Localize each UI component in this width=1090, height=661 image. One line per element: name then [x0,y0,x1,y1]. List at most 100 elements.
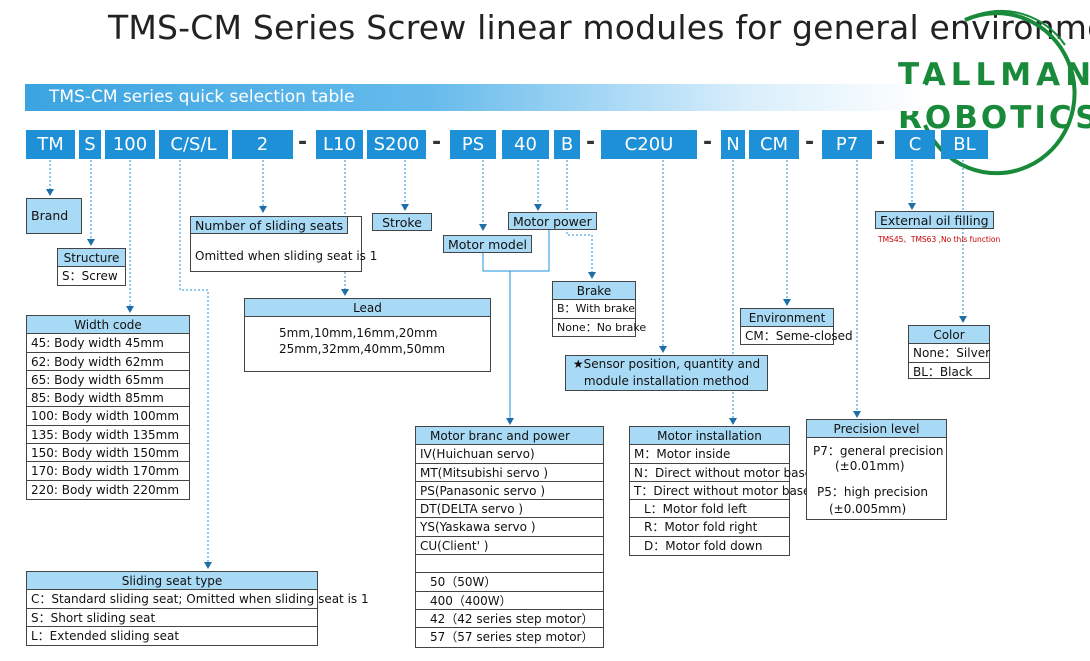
precision-title: Precision level [807,420,946,439]
seats-count-value: Omitted when sliding seat is 1 [195,249,378,263]
motor-brand-row: DT(DELTA servo ) [416,500,603,519]
color-row: None：Silver [909,344,990,363]
code-n: N [721,130,745,159]
code-40: 40 [502,130,549,159]
sliding-type-row: L：Extended sliding seat [31,628,180,643]
seats-count-title: Number of sliding seats [190,216,349,234]
motor-brand-row-empty [416,555,603,574]
logo-ring-icon [923,9,1077,176]
motor-install-table: Motor installation M：Motor inside N：Dire… [629,426,812,557]
color-box: Color None：Silver BL：Black [908,325,990,379]
code-2: 2 [232,130,293,159]
sliding-type-title: Sliding seat type [27,572,317,591]
width-code-row: 65: Body width 65mm [27,371,189,390]
motor-install-row: M：Motor inside [630,445,789,464]
code-ps: PS [450,130,496,159]
motor-install-title: Motor installation [630,427,789,446]
oil-note: TMS45、TMS63 ,No this function [878,235,1001,244]
precision-p5: P5：high precision [817,485,928,499]
code-cm: CM [749,130,799,159]
width-code-row: 170: Body width 170mm [27,462,189,481]
connector-motor-group [482,230,550,272]
motor-power-row: 50（50W） [416,573,603,592]
sliding-type-row: C：Standard sliding seat; Omitted when sl… [27,590,369,609]
precision-p5-value: (±0.005mm) [829,502,907,516]
brake-box: Brake B：With brake None：No brake [552,281,647,337]
motor-install-row: N：Direct without motor base [630,464,812,482]
section-banner: TMS-CM series quick selection table [25,84,925,111]
code-b: B [554,130,580,159]
stroke-label: Stroke [372,213,432,231]
width-code-table: Width code 45: Body width 45mm 62: Body … [26,315,190,500]
motor-model-label: Motor model [443,235,533,253]
code-l10: L10 [316,130,363,159]
lead-line-1: 5mm,10mm,16mm,20mm [279,326,438,340]
width-code-row: 220: Body width 220mm [31,482,180,497]
dash-4: - [703,130,713,155]
code-tm: TM [26,130,75,159]
code-bl: BL [941,130,988,159]
structure-title: Structure [58,249,125,268]
code-csl: C/S/L [159,130,228,159]
dash-5: - [805,130,815,155]
width-code-row: 135: Body width 135mm [27,426,189,445]
environment-value: CM：Seme-closed [745,329,853,344]
code-p7: P7 [822,130,872,159]
seats-count-box: Number of sliding seats Omitted when sli… [190,216,377,272]
width-code-row: 100: Body width 100mm [27,407,189,426]
brake-row: B：With brake [553,300,635,319]
code-c20u: C20U [601,130,697,159]
logo-text-tallman: TALLMAN [898,57,1090,93]
dash-1: - [298,130,308,155]
motor-brand-row: YS(Yaskawa servo ) [416,518,603,537]
precision-p7-value: (±0.01mm) [835,459,905,473]
sensor-line-2: module installation method [583,374,750,388]
sensor-line-1: ★Sensor position, quantity and [572,357,761,371]
motor-install-row: L：Motor fold left [630,500,789,519]
motor-brand-title: Motor branc and power [416,427,603,446]
motor-install-row: R：Motor fold right [630,518,789,537]
structure-value: S：Screw [62,269,118,284]
dash-2: - [432,130,442,155]
motor-power-row: 42（42 series step motor） [416,610,603,629]
color-row: BL：Black [913,364,973,379]
sensor-box: ★Sensor position, quantity and module in… [565,355,768,391]
motor-brand-row: MT(Mitsubishi servo ) [416,464,603,482]
color-title: Color [909,326,989,345]
brand-label: Brand [26,198,82,234]
motor-brand-table: Motor branc and power IV(Huichuan servo)… [415,426,604,648]
brake-title: Brake [553,282,635,301]
brake-row: None：No brake [557,320,647,334]
code-s: S [79,130,101,159]
environment-box: Environment CM：Seme-closed [740,308,853,345]
lead-title: Lead [245,299,490,318]
width-code-row: 85: Body width 85mm [27,389,189,408]
banner-text: TMS-CM series quick selection table [49,87,355,107]
code-100: 100 [105,130,155,159]
lead-line-2: 25mm,32mm,40mm,50mm [279,342,446,356]
motor-brand-row: PS(Panasonic servo ) [416,482,603,501]
lead-box: Lead 5mm,10mm,16mm,20mm 25mm,32mm,40mm,5… [244,298,491,372]
motor-brand-row: IV(Huichuan servo) [416,445,603,464]
motor-power-row: 400（400W） [416,592,603,610]
width-code-row: 45: Body width 45mm [27,334,189,353]
environment-title: Environment [741,309,833,328]
precision-box: Precision level P7：general precision (±0… [806,419,947,520]
structure-box: Structure S：Screw [57,248,126,286]
precision-p7: P7：general precision [813,444,944,458]
motor-install-row: D：Motor fold down [644,538,763,553]
dash-3: - [586,130,596,155]
motor-power-label: Motor power [508,212,597,230]
motor-install-row: T：Direct without motor base [630,482,810,501]
code-s200: S200 [367,130,426,159]
connector-brake [566,160,593,278]
width-code-row: 62: Body width 62mm [27,353,189,371]
dash-6: - [876,130,886,155]
connector-sliding-type [179,160,209,568]
sliding-type-row: S：Short sliding seat [27,609,317,627]
motor-brand-row: CU(Client' ) [416,537,603,556]
code-c: C [895,130,935,159]
sliding-type-table: Sliding seat type C：Standard sliding sea… [26,571,369,647]
oil-label: External oil filling [875,211,994,229]
